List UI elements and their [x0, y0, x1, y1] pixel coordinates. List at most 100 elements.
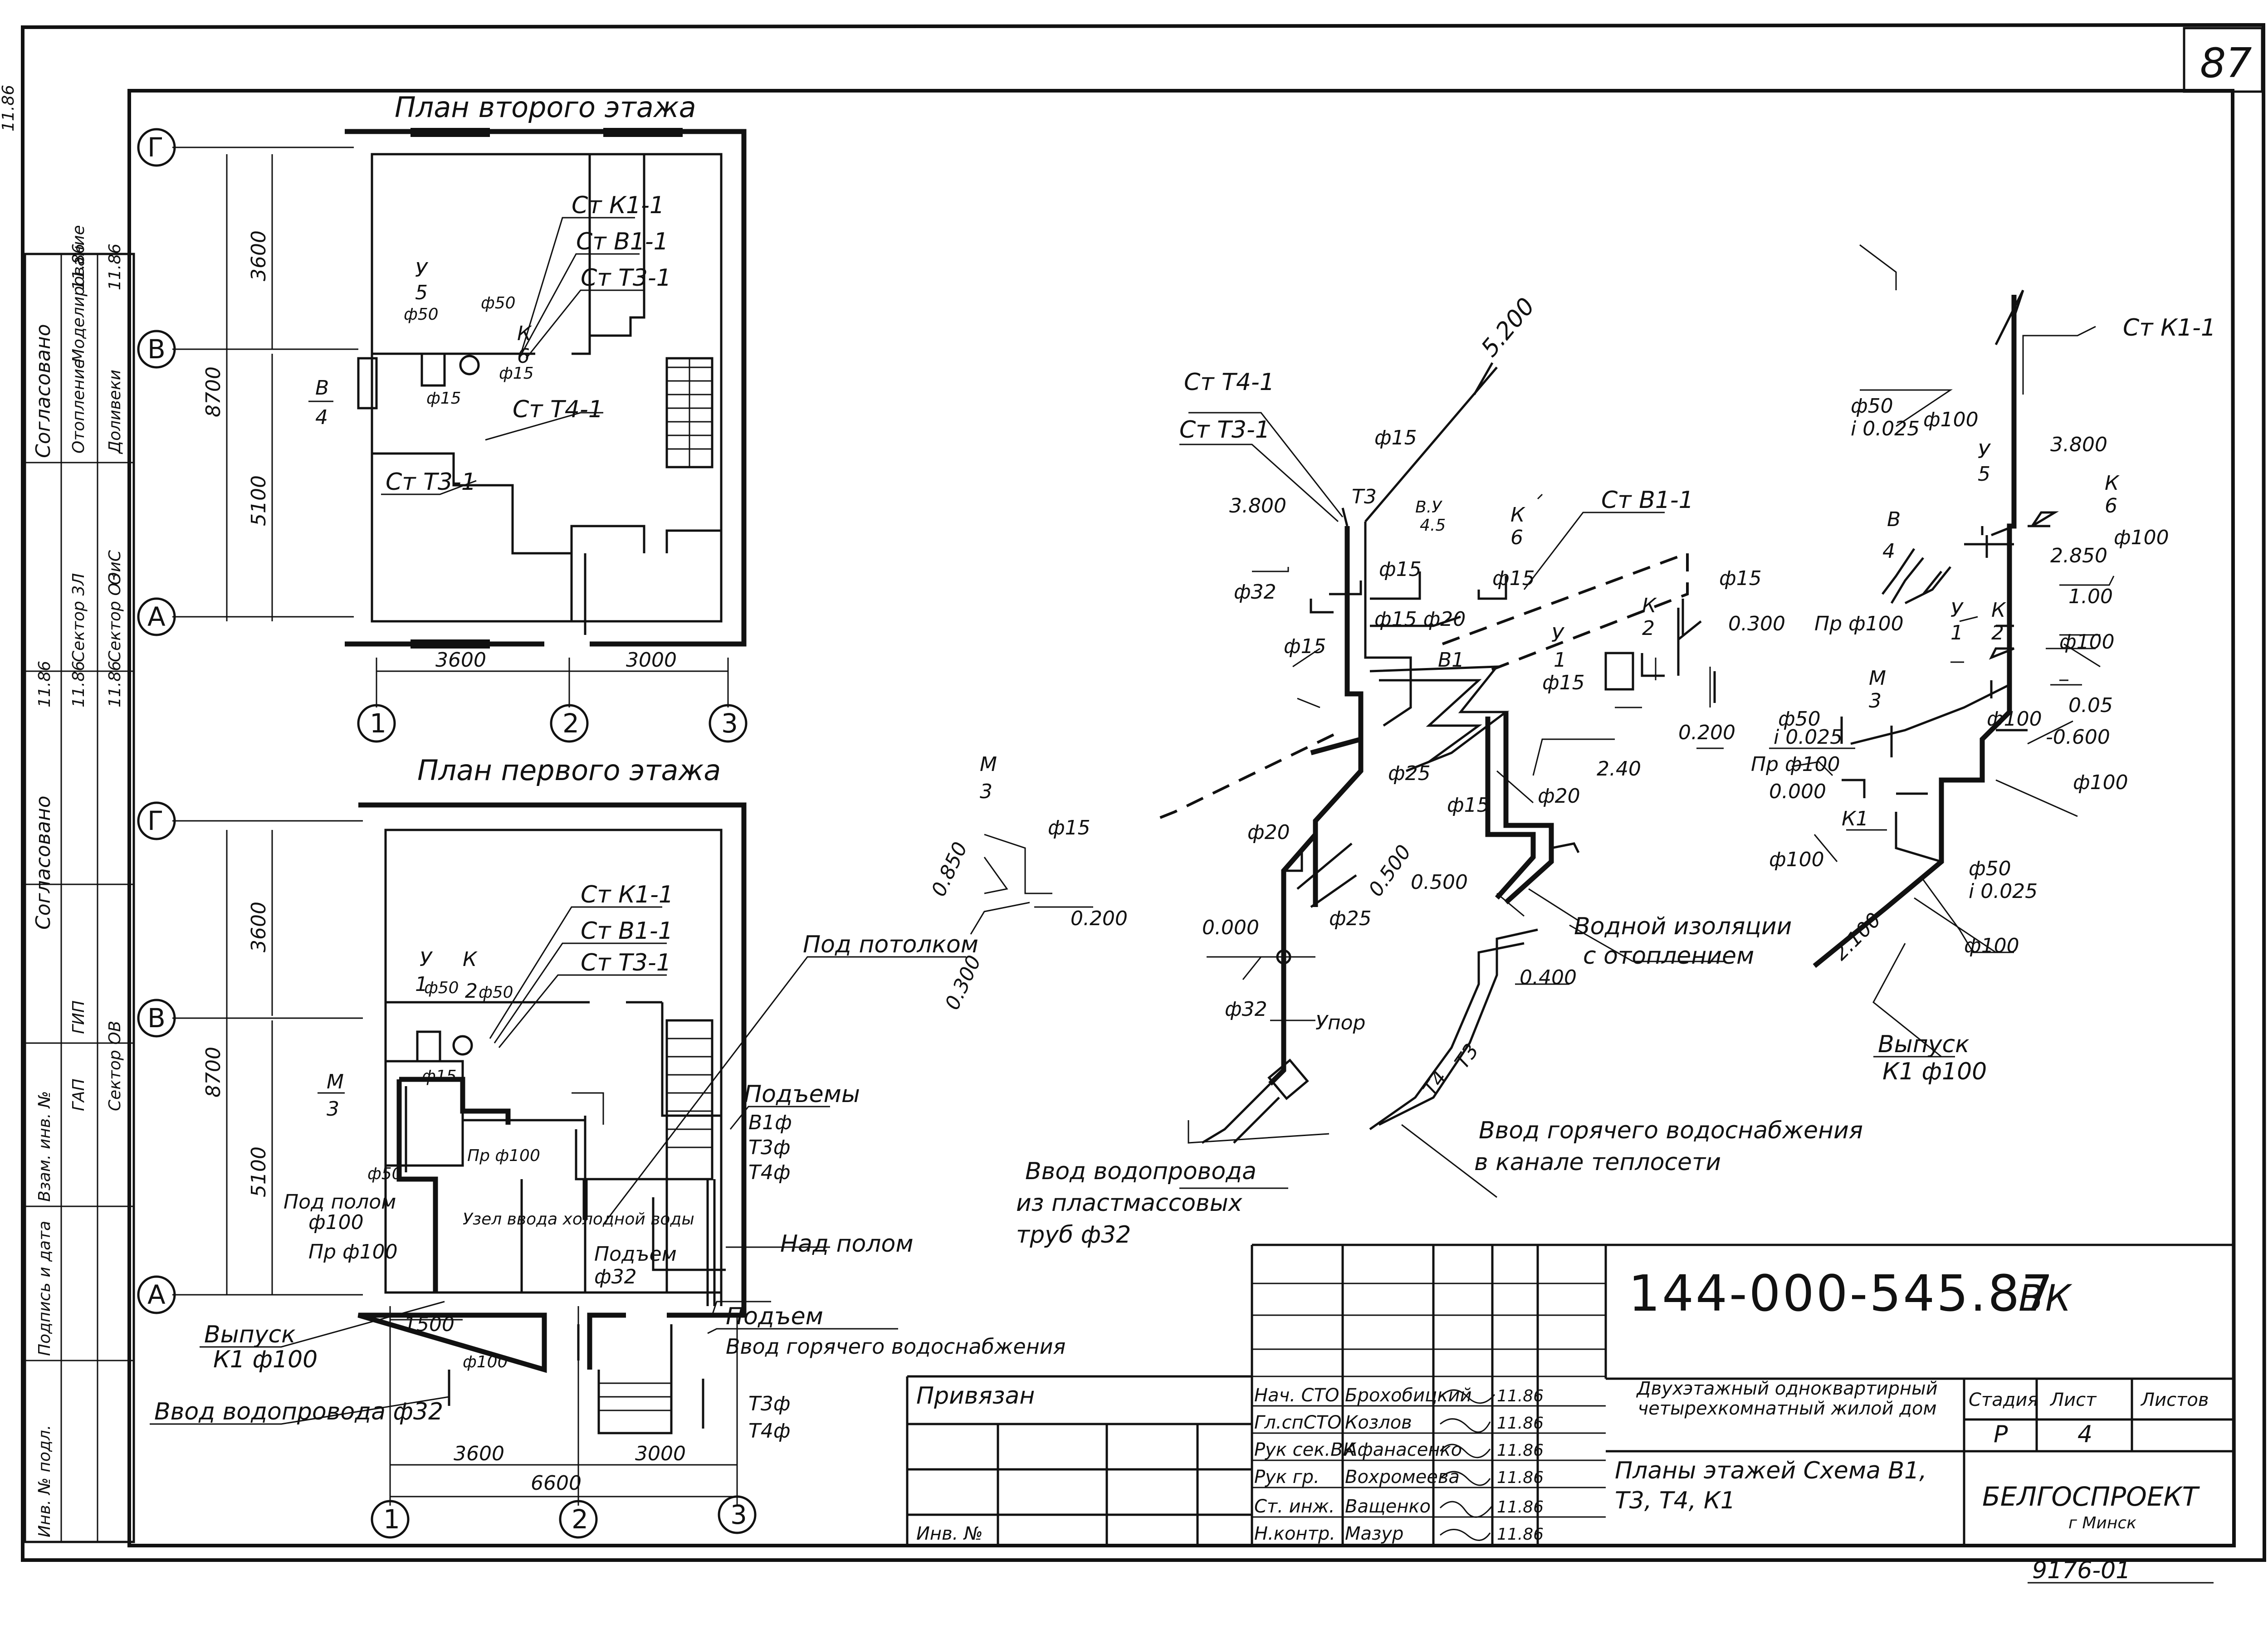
- sch-0850: 0.850: [927, 839, 972, 900]
- sch-f100a: ф100: [1923, 408, 1979, 431]
- lbl-u-2f: У: [415, 259, 429, 282]
- lbl-stt41-2f: Ст Т4-1: [513, 396, 603, 423]
- sch-f15b: ф15: [1374, 426, 1417, 449]
- stamp-col-1: Согласовано: [32, 324, 55, 458]
- stamp-row-10: Инв. № подл.: [35, 1425, 54, 1537]
- sch-f100c: ф100: [2059, 630, 2115, 654]
- stamp-row-12: Взам. инв. №: [35, 1091, 54, 1202]
- sch-2850: 2.850: [2050, 544, 2107, 567]
- sch-0000b: 0.000: [1769, 780, 1826, 803]
- lbl-t3f2-1f: Т3ф: [748, 1136, 791, 1159]
- dim-8700-v-2f: 8700: [202, 366, 225, 417]
- tb-role-3: Рук сек.ВК: [1254, 1439, 1357, 1460]
- sch-stk11: Ст К1-1: [2123, 314, 2216, 341]
- first-floor-plan: План первого этажа Г В А 1 2: [137, 754, 1066, 1539]
- tb-role-1: Нач. СТО: [1254, 1385, 1339, 1406]
- sch-f20a: ф20: [1247, 821, 1290, 844]
- tb-name-3: Афанасенко: [1344, 1439, 1462, 1460]
- axis-a-2f: А: [147, 601, 166, 632]
- axis-v-1f: В: [147, 1003, 166, 1034]
- tb-name-1: Брохобицкий: [1345, 1385, 1472, 1406]
- lbl-m-1f: М: [327, 1070, 344, 1093]
- tb-date-3: 11.86: [1497, 1441, 1544, 1460]
- sch-f100e: ф100: [1769, 848, 1824, 871]
- tb-name-4: Вохромеева: [1345, 1467, 1460, 1488]
- sch-stop: Упор: [1315, 1011, 1365, 1034]
- axis-1-1f: 1: [383, 1504, 400, 1535]
- sch-240: 2.40: [1597, 757, 1641, 780]
- lbl-t4f2-1f: Т4ф: [748, 1161, 791, 1184]
- stamp-row-3: ОиС: [106, 550, 124, 585]
- stamp-date-4: 11.86: [69, 661, 88, 707]
- sch-channel: в канале теплосети: [1474, 1149, 1721, 1176]
- sch-f20b: ф20: [1538, 785, 1580, 808]
- axis-3-1f: 3: [730, 1499, 747, 1530]
- sch-f25a: ф25: [1388, 762, 1431, 785]
- sch-0300: 0.300: [1728, 612, 1785, 635]
- sch-f15a: ф15: [1284, 635, 1326, 658]
- lbl-stt31-2f: Ст Т3-1: [581, 264, 671, 292]
- sch-k2: 2: [1642, 617, 1655, 640]
- dim-1500-1f: 1500: [404, 1313, 455, 1336]
- stamp-row-9: Сектор ОВ: [106, 1021, 124, 1111]
- lbl-abovefloor-1f: Над полом: [780, 1230, 914, 1258]
- sch-f100f: ф100: [2073, 771, 2128, 794]
- lbl-stt31b-2f: Ст Т3-1: [386, 468, 476, 496]
- lbl-f50c-1f: ф50: [367, 1165, 402, 1183]
- axis-3-2f: 3: [721, 708, 738, 739]
- tb-org: БЕЛГОСПРОЕКТ: [1982, 1481, 2200, 1512]
- lbl-underceiling-1f: Под потолком: [803, 931, 978, 958]
- sch-0200b: 0.200: [1070, 907, 1128, 930]
- sch-u-c: У: [1950, 599, 1964, 622]
- lbl-risers-1f: Подъемы: [744, 1081, 860, 1108]
- lbl-f50a-1f: ф50: [424, 979, 459, 997]
- stamp-date-1: 11.86: [69, 244, 88, 290]
- sch-2100: 2.100: [1829, 908, 1886, 965]
- dim-6600-h-1f: 6600: [531, 1472, 582, 1495]
- tb-city: г Минск: [2068, 1514, 2136, 1532]
- sch-k-b: К: [1642, 594, 1657, 617]
- tb-object: Двухэтажный одноквартирный четырехкомнат…: [1637, 1379, 1938, 1419]
- sch-k-d: К: [1991, 599, 2006, 622]
- sch-k: К: [1510, 503, 1525, 527]
- sch-i0025c: i 0.025: [1969, 880, 2038, 903]
- lbl-v1f-1f: В1ф: [748, 1111, 792, 1134]
- sch-f100g: ф100: [1964, 934, 2019, 957]
- title-block: 144-000-545.87 ВК Привязан Инв. № Нач. С…: [906, 1244, 2234, 1584]
- sch-f50a: ф50: [1851, 395, 1893, 418]
- tb-h-sheets: Листов: [2140, 1390, 2209, 1410]
- tb-name-5: Ващенко: [1345, 1496, 1431, 1517]
- tb-role-2: Гл.спСТО: [1254, 1412, 1342, 1433]
- dim-3600-h-1f: 3600: [454, 1442, 504, 1465]
- sch-f15e: ф15: [1719, 567, 1762, 590]
- sch-f15d: ф15: [1492, 567, 1535, 590]
- sch-prf100b: Пр ф100: [1751, 753, 1840, 776]
- lbl-k-2f: К: [517, 322, 532, 345]
- first-floor-title: План первого этажа: [417, 754, 721, 787]
- sch-stt31: Ст Т3-1: [1179, 416, 1270, 444]
- dim-5100-v-1f: 5100: [247, 1146, 270, 1197]
- stamp-date-6: 11.86: [0, 85, 18, 132]
- axis-a-1f: А: [147, 1279, 166, 1310]
- tb-drawing-code: 144-000-545.87: [1628, 1264, 2055, 1322]
- sch-0500b: 0.500: [1411, 871, 1468, 894]
- sch-5200: 5.200: [1476, 293, 1540, 362]
- sch-m0600: -0.600: [2046, 726, 2110, 749]
- stamp-row-8: ГИП: [69, 1000, 88, 1034]
- sch-t3b: Т3: [1450, 1039, 1483, 1073]
- sch-u: У: [1551, 624, 1565, 647]
- second-floor-title: План второго этажа: [395, 91, 696, 124]
- sch-0500a: 0.500: [1364, 841, 1416, 901]
- axis-g-2f: Г: [147, 132, 163, 163]
- sch-005: 0.05: [2068, 694, 2113, 717]
- sch-45: 4.5: [1420, 516, 1446, 535]
- sch-f32a: ф32: [1234, 580, 1276, 604]
- tb-discipline: ВК: [2019, 1277, 2073, 1319]
- tb-date-1: 11.86: [1497, 1387, 1544, 1405]
- tb-name-2: Козлов: [1345, 1412, 1412, 1433]
- sch-u-b: У: [1978, 440, 1991, 463]
- lbl-m3-1f: 3: [327, 1097, 339, 1121]
- tb-name-6: Мазур: [1345, 1523, 1403, 1544]
- left-stamp: Согласовано Согласовано Сектор 3Л Сектор…: [0, 85, 135, 1543]
- sch-prf100a: Пр ф100: [1814, 612, 1904, 635]
